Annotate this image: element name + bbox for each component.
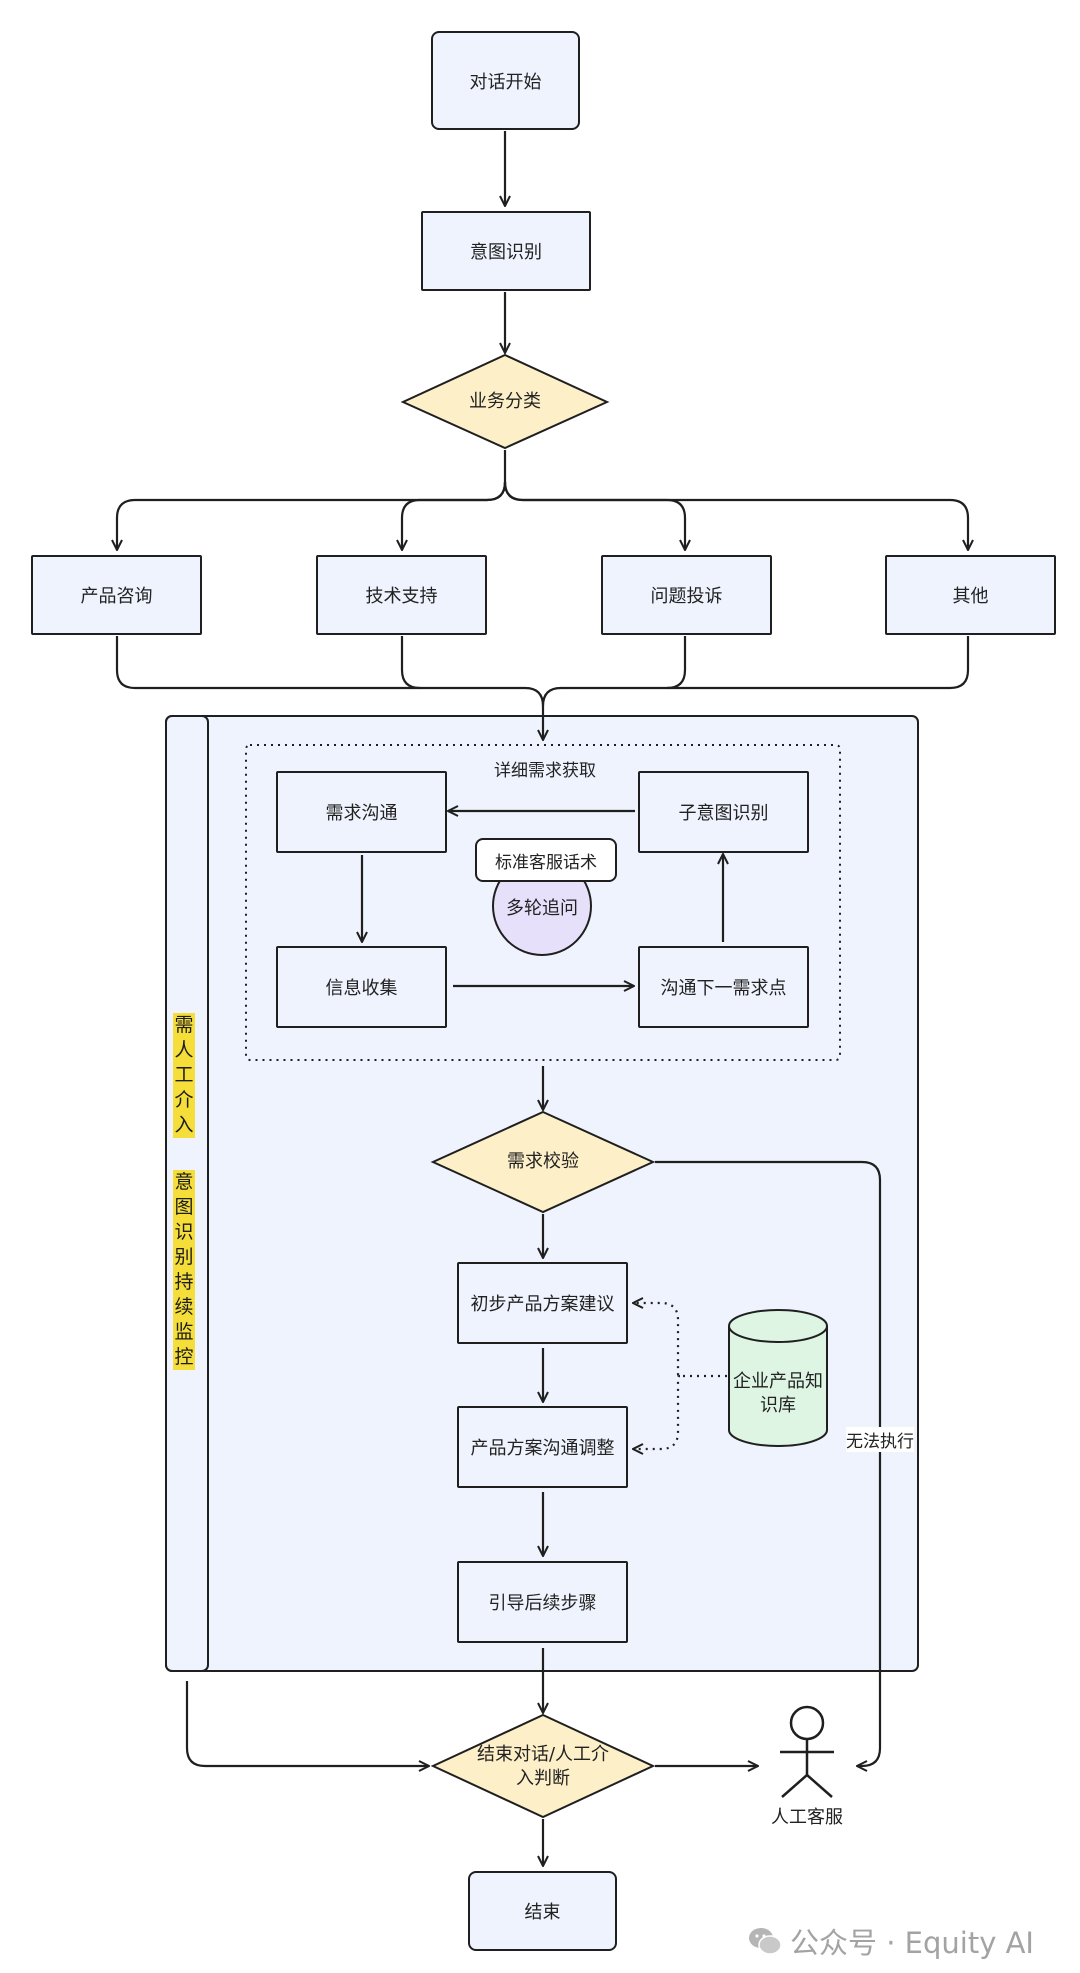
wechat-icon bbox=[749, 1928, 782, 1955]
intent-recognition-node: 意图识别 bbox=[421, 211, 591, 291]
business-classification-label: 业务分类 bbox=[469, 390, 541, 412]
complaint-node: 问题投诉 bbox=[601, 555, 772, 635]
side-char: 图 bbox=[173, 1195, 195, 1220]
side-char: 控 bbox=[173, 1345, 195, 1370]
end-judge-label: 结束对话/人工介入判断 bbox=[476, 1743, 610, 1789]
knowledge-base-label: 企业产品知识库 bbox=[733, 1370, 823, 1416]
side-char: 介 bbox=[173, 1088, 195, 1113]
side-char: 意 bbox=[173, 1170, 195, 1195]
side-char: 别 bbox=[173, 1245, 195, 1270]
side-char: 人 bbox=[173, 1038, 195, 1063]
info-collection-node: 信息收集 bbox=[276, 946, 447, 1028]
side-label-human-intervention: 需 人 工 介 入 bbox=[173, 1013, 195, 1138]
detail-group-border bbox=[245, 744, 841, 1061]
knowledge-base-cylinder bbox=[728, 1326, 828, 1447]
tech-support-node: 技术支持 bbox=[316, 555, 487, 635]
start-node: 对话开始 bbox=[431, 31, 580, 130]
side-char: 入 bbox=[173, 1113, 195, 1138]
check-diamond bbox=[430, 1110, 656, 1214]
side-label-intent-monitoring: 意 图 识 别 持 续 监 控 bbox=[173, 1170, 195, 1370]
side-char: 监 bbox=[173, 1320, 195, 1345]
cannot-execute-label: 无法执行 bbox=[846, 1427, 914, 1452]
human-agent-figure bbox=[780, 1705, 834, 1798]
watermark-text: 公众号 · Equity AI bbox=[790, 1926, 1034, 1960]
end-judge-diamond bbox=[430, 1713, 656, 1819]
watermark: 公众号 · Equity AI bbox=[748, 1920, 1034, 1962]
guide-next-steps-node: 引导后续步骤 bbox=[457, 1561, 628, 1643]
initial-proposal-node: 初步产品方案建议 bbox=[457, 1262, 628, 1344]
side-char: 工 bbox=[173, 1063, 195, 1088]
detail-group-title: 详细需求获取 bbox=[494, 760, 596, 781]
side-char: 续 bbox=[173, 1295, 195, 1320]
sub-intent-node: 子意图识别 bbox=[638, 771, 809, 853]
next-point-node: 沟通下一需求点 bbox=[638, 946, 809, 1028]
requirement-check-label: 需求校验 bbox=[507, 1150, 579, 1172]
end-node: 结束 bbox=[468, 1871, 617, 1951]
other-node: 其他 bbox=[885, 555, 1056, 635]
side-char: 识 bbox=[173, 1220, 195, 1245]
need-communication-node: 需求沟通 bbox=[276, 771, 447, 853]
side-char: 需 bbox=[173, 1013, 195, 1038]
business-diamond bbox=[400, 353, 610, 450]
standard-script-node: 标准客服话术 bbox=[475, 838, 617, 882]
product-consult-node: 产品咨询 bbox=[31, 555, 202, 635]
side-char: 持 bbox=[173, 1270, 195, 1295]
proposal-adjust-node: 产品方案沟通调整 bbox=[457, 1406, 628, 1488]
human-agent-label: 人工客服 bbox=[771, 1807, 843, 1828]
multi-round-label: 多轮追问 bbox=[506, 898, 578, 919]
